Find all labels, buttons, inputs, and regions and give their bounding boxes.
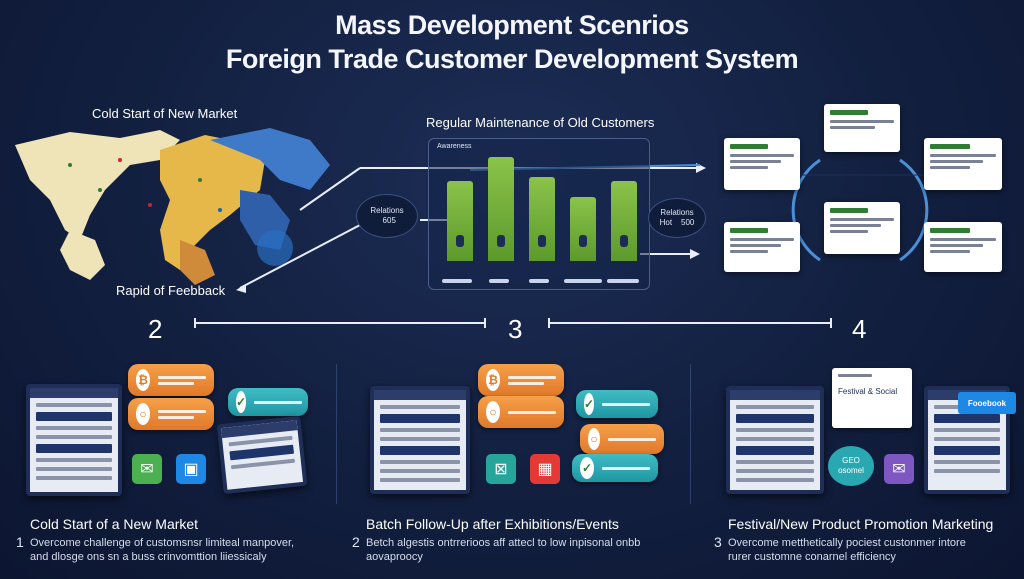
- section3-card-text: Festival & Social: [838, 387, 898, 396]
- feedback-label: Rapid of Feebback: [116, 283, 226, 298]
- geo-bubble: GEO osomel: [828, 446, 874, 486]
- bar-label-4: [564, 279, 602, 283]
- section1-chip-2: ○: [128, 398, 214, 430]
- page-subtitle: Foreign Trade Customer Development Syste…: [225, 44, 799, 74]
- section1-chip-1: ₿: [128, 364, 214, 396]
- calendar-icon: ▦: [530, 454, 560, 484]
- section-divider-2: [690, 364, 691, 504]
- section2-desc-1: Betch algestis ontrrerioos aff attecl to…: [366, 537, 641, 549]
- section1-desc-1: Overcome challenge of customsnsr limitea…: [30, 537, 295, 549]
- relations-pill-left: Relations 605: [356, 194, 418, 238]
- section2-chip-1: ₿: [478, 364, 564, 396]
- step-number-2: 2: [148, 314, 163, 344]
- circle-icon: ○: [136, 403, 150, 425]
- section3-number: 3: [714, 534, 722, 550]
- mail-icon-2: ✉: [884, 454, 914, 484]
- step-number-3: 3: [508, 314, 523, 344]
- bar-1: [447, 181, 473, 261]
- check-icon-3: ✓: [580, 457, 594, 479]
- section1-screen: [26, 384, 122, 496]
- section3-card: Festival & Social: [832, 368, 912, 428]
- cycle-card-4: [824, 202, 900, 254]
- section1-chip-3: ✓: [228, 388, 308, 416]
- map-label: Cold Start of New Market: [92, 106, 238, 121]
- section3-title: Festival/New Product Promotion Marketing: [728, 516, 994, 532]
- page-title: Mass Development Scenrios: [335, 10, 689, 40]
- relations-pill-right: Relations Hot 500: [648, 198, 706, 238]
- cycle-card-2: [824, 104, 900, 152]
- section2-chip-5: ✓: [572, 454, 658, 482]
- chart-header: Awareness: [437, 143, 472, 150]
- section2-chip-3: ✓: [576, 390, 658, 418]
- section2-chip-2: ○: [478, 396, 564, 428]
- section2-desc-2: aovaproocy: [366, 551, 423, 563]
- bitcoin-icon: ₿: [136, 369, 150, 391]
- circle-icon-2: ○: [486, 401, 500, 423]
- section3-screen: [726, 386, 824, 494]
- section3-desc-1: Overcome metthetically pociest custonmer…: [728, 537, 966, 549]
- bar-3: [529, 177, 555, 261]
- section1-number: 1: [16, 534, 24, 550]
- bar-2: [488, 157, 514, 261]
- bitcoin-icon-2: ₿: [486, 369, 500, 391]
- section2-number: 2: [352, 534, 360, 550]
- relations-pill-right-text: Relations Hot 500: [659, 208, 695, 227]
- cycle-card-6: [924, 222, 1002, 272]
- check-icon-2: ✓: [584, 393, 595, 415]
- section1-desc-2: and dlosge ons sn a buss crinvomttion li…: [30, 551, 267, 563]
- step-number-4: 4: [852, 314, 867, 344]
- section3-desc-2: rurer customne conarnel efficiency: [728, 551, 896, 563]
- bar-label-3: [529, 279, 549, 283]
- relations-pill-left-text: Relations 605: [370, 206, 404, 225]
- timeline-2: [548, 318, 832, 328]
- section-divider-1: [336, 364, 337, 504]
- maintenance-label: Regular Maintenance of Old Customers: [426, 115, 655, 130]
- square-icon: ▣: [176, 454, 206, 484]
- world-map: [15, 128, 330, 285]
- cycle-card-5: [724, 222, 800, 272]
- bar-5: [611, 181, 637, 261]
- check-icon: ✓: [236, 391, 247, 413]
- section1-mini-screen: [216, 415, 308, 495]
- section2-screen: [370, 386, 470, 494]
- cycle-card-3: [924, 138, 1002, 190]
- mail-icon: ✉: [132, 454, 162, 484]
- circle-icon-3: ○: [588, 428, 600, 450]
- section2-title: Batch Follow-Up after Exhibitions/Events: [366, 516, 619, 532]
- section2-chip-4: ○: [580, 424, 664, 454]
- cycle-card-1: [724, 138, 800, 190]
- bar-label-2: [489, 279, 509, 283]
- bar-label-1: [442, 279, 472, 283]
- facebook-tag: Fooebook: [958, 392, 1016, 414]
- chart-panel: Awareness: [428, 138, 650, 290]
- bar-4: [570, 197, 596, 261]
- section1-title: Cold Start of a New Market: [30, 516, 199, 532]
- contact-icon: ⊠: [486, 454, 516, 484]
- bar-label-5: [607, 279, 639, 283]
- timeline-1: [194, 318, 486, 328]
